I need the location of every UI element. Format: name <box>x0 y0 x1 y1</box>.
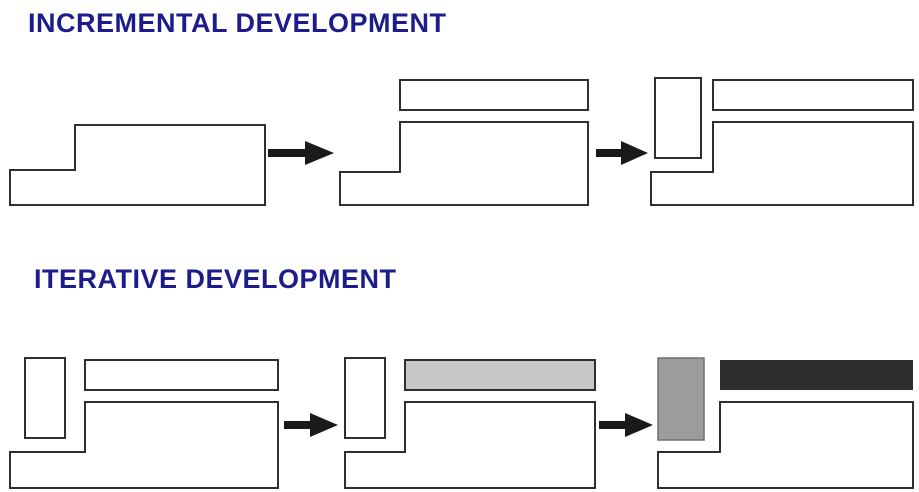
module-bar-shape-complete <box>720 360 913 390</box>
iterative-stage-3 <box>657 357 914 489</box>
incremental-stage-3 <box>650 77 914 206</box>
module-bar-shape <box>399 79 589 111</box>
module-base-shape <box>9 124 266 206</box>
module-base-shape <box>9 401 279 489</box>
incremental-stage-2 <box>339 79 589 206</box>
section-title-iterative: ITERATIVE DEVELOPMENT <box>34 264 397 294</box>
module-base-shape <box>344 401 596 489</box>
iterative-stage-2 <box>344 357 596 489</box>
module-base-shape <box>650 121 914 206</box>
arrow-right-icon <box>268 141 334 165</box>
iterative-stage-1 <box>9 357 279 489</box>
arrow-right-icon <box>284 413 338 437</box>
incremental-stage-1 <box>9 124 266 206</box>
section-title-incremental: INCREMENTAL DEVELOPMENT <box>28 8 447 38</box>
arrow-right-icon <box>599 413 653 437</box>
module-block-shape <box>24 357 66 439</box>
module-base-shape <box>657 401 914 489</box>
module-block-shape-refined <box>657 357 705 441</box>
module-base-shape <box>339 121 589 206</box>
arrow-right-icon <box>596 141 648 165</box>
module-bar-shape <box>712 79 914 111</box>
module-block-shape <box>344 357 386 439</box>
module-bar-shape-partial <box>404 359 596 391</box>
module-bar-shape <box>84 359 279 391</box>
module-block-shape <box>654 77 702 159</box>
